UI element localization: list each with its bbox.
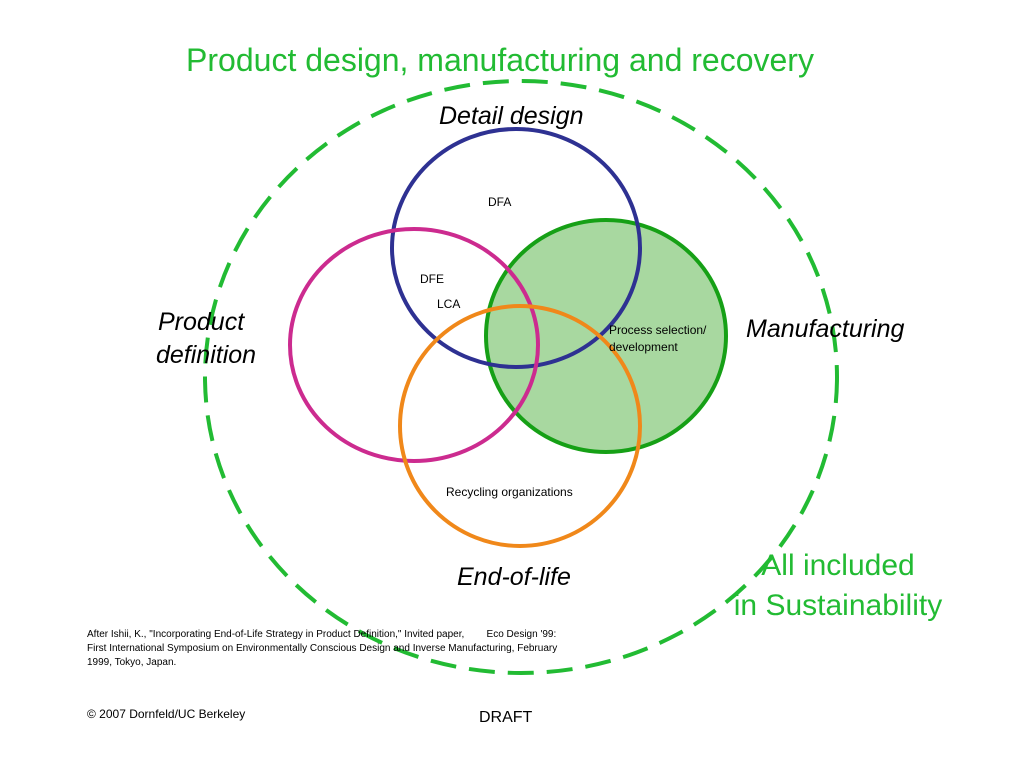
citation-line2: First International Symposium on Environ… bbox=[87, 643, 558, 654]
label-dfe: DFE bbox=[420, 272, 444, 286]
label-product-definition-line2: definition bbox=[156, 341, 257, 369]
label-manufacturing: Manufacturing bbox=[746, 315, 905, 343]
product-definition-circle bbox=[288, 227, 540, 463]
page-title: Product design, manufacturing and recove… bbox=[186, 42, 814, 78]
manufacturing-circle bbox=[484, 218, 728, 454]
label-dfa: DFA bbox=[488, 195, 512, 209]
draft-label: DRAFT bbox=[479, 709, 533, 726]
label-process-selection: Process selection/ bbox=[609, 323, 707, 337]
label-product-definition-line1: Product bbox=[158, 308, 245, 336]
sustainability-note-line2: in Sustainability bbox=[733, 589, 943, 622]
detail-design-circle bbox=[390, 127, 642, 369]
citation-line1: After Ishii, K., "Incorporating End-of-L… bbox=[87, 629, 557, 640]
copyright-notice: © 2007 Dornfeld/UC Berkeley bbox=[87, 707, 246, 721]
label-process-development: development bbox=[609, 340, 678, 354]
sustainability-note-line1: All included bbox=[761, 549, 915, 582]
citation-line3: 1999, Tokyo, Japan. bbox=[87, 657, 177, 668]
end-of-life-circle bbox=[398, 304, 642, 548]
label-recycling-organizations: Recycling organizations bbox=[446, 485, 573, 499]
label-lca: LCA bbox=[437, 297, 461, 311]
sustainability-boundary bbox=[203, 79, 839, 675]
label-end-of-life: End-of-life bbox=[457, 563, 571, 591]
label-detail-design: Detail design bbox=[439, 102, 584, 130]
